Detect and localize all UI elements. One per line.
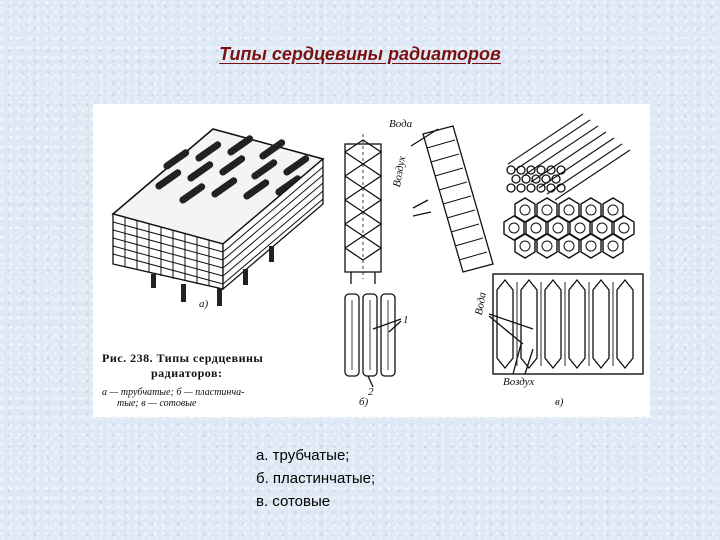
- plate-tubes-drawing: [344, 293, 402, 388]
- radiator-core-figure: а) б) в) Вода Воздух Вода Воздух 1 2 Рис…: [93, 104, 650, 417]
- honeycomb-tubes-drawing: [488, 273, 644, 375]
- legend-list: а. трубчатые; б. пластинчатые; в. сотовы…: [256, 444, 375, 513]
- label-number-1: 1: [403, 314, 409, 326]
- figure-caption-title: Рис. 238. Типы сердцевины: [102, 351, 264, 365]
- tubular-core-drawing: [111, 128, 325, 306]
- plate-core-section-drawing: [344, 134, 383, 284]
- label-number-2: 2: [368, 386, 374, 398]
- fin-angle-drawing: [410, 125, 494, 273]
- figure-caption-title-cont: радиаторов:: [151, 366, 223, 380]
- honeycomb-bundle-drawing: [506, 113, 631, 201]
- label-b: б): [359, 396, 369, 408]
- label-v: в): [555, 396, 564, 408]
- figure-caption-note-2: тые; в — сотовые: [117, 398, 197, 409]
- slide-title: Типы сердцевины радиаторов: [219, 44, 501, 64]
- legend-item: а. трубчатые;: [256, 447, 350, 464]
- label-water-top: Вода: [389, 118, 413, 130]
- label-air-bottom: Воздух: [503, 376, 535, 388]
- label-a: а): [199, 298, 209, 310]
- legend-item: в. сотовые: [256, 493, 331, 510]
- honeycomb-hex-section-drawing: [503, 197, 635, 259]
- legend-item: б. пластинчатые;: [256, 470, 376, 487]
- figure-caption-note-1: а — трубчатые; б — пластинча-: [102, 387, 245, 398]
- radiator-drawings: [111, 113, 644, 388]
